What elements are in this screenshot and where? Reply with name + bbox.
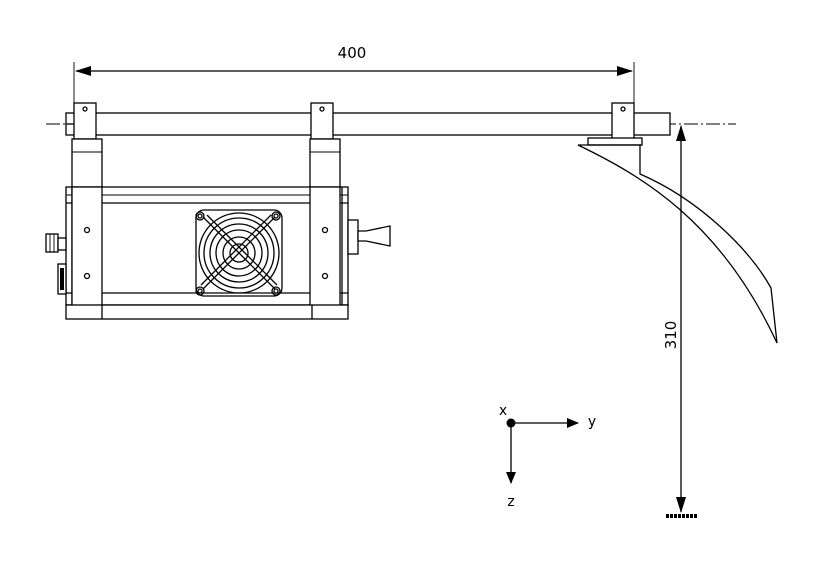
coordinate-axes: x y z [499, 403, 596, 510]
rail-bar [65, 112, 671, 136]
clamp-middle [310, 102, 334, 140]
lens-nozzle [347, 219, 391, 255]
curved-reflector [577, 137, 778, 344]
device-housing [65, 186, 349, 320]
axis-label-x: x [499, 403, 507, 419]
dimension-400: 400 [73, 44, 635, 112]
dimension-400-label: 400 [338, 44, 367, 62]
dimension-310-label: 310 [662, 321, 680, 350]
side-connector-left [45, 233, 67, 295]
axis-label-z: z [507, 494, 514, 510]
fan-grille-icon [195, 209, 283, 297]
axis-label-y: y [588, 414, 596, 430]
dimension-310: 310 [662, 125, 697, 518]
clamp-right [611, 102, 635, 140]
clamp-left [73, 102, 97, 140]
